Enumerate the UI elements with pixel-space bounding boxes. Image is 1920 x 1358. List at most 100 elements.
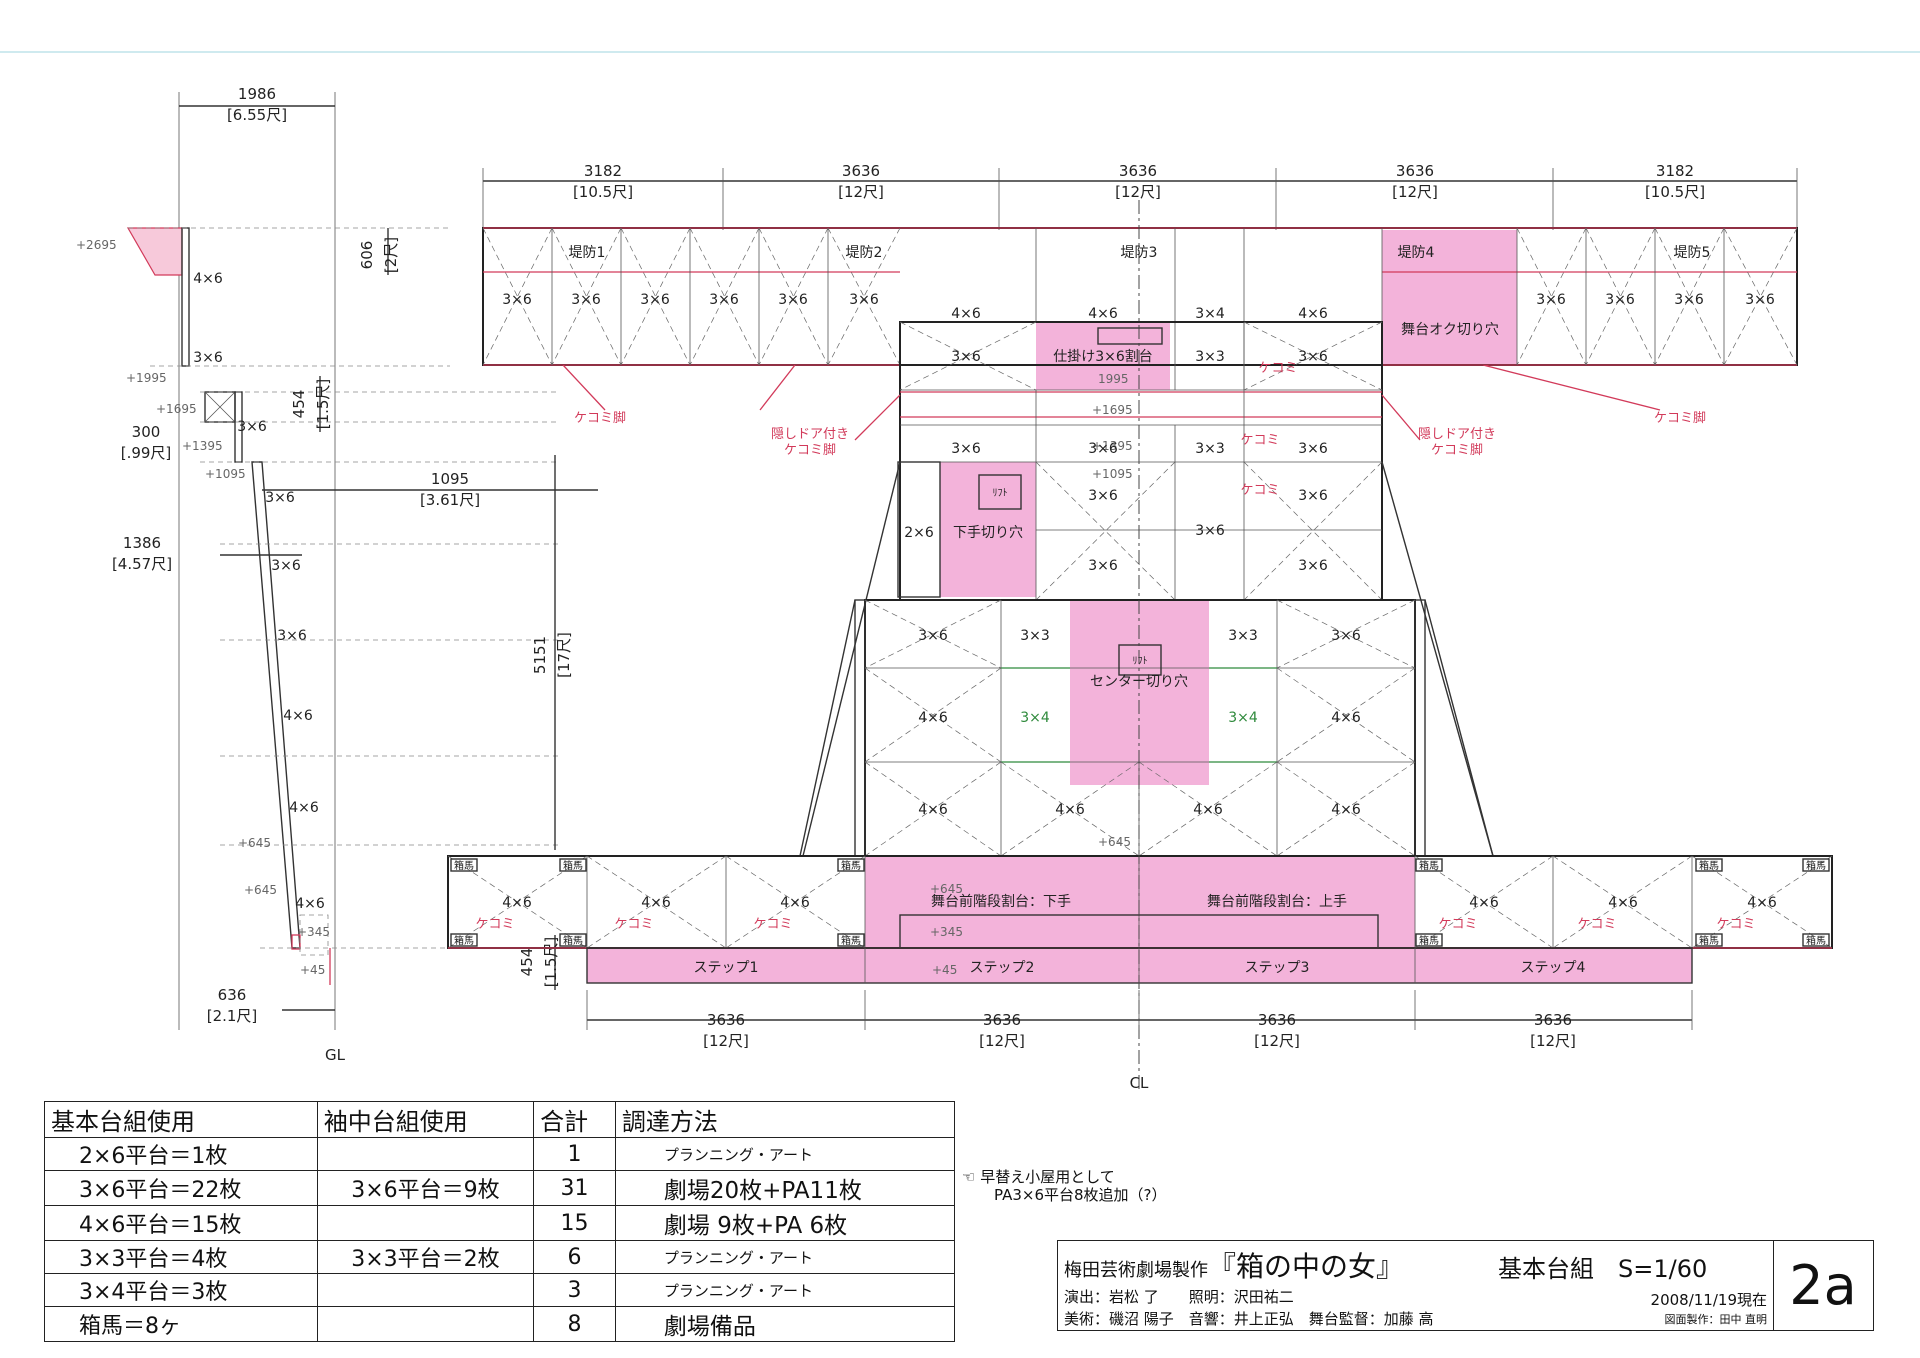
panel-3x6-t10: 3×6 bbox=[1745, 292, 1775, 308]
cell-total: 1 bbox=[533, 1137, 616, 1171]
hakoba-2: 箱馬 bbox=[454, 934, 474, 947]
teibou1-label: 堤防1 bbox=[569, 245, 606, 261]
teibou3-label: 堤防3 bbox=[1121, 245, 1158, 261]
panel-3x6-c2: 3×6 bbox=[1298, 349, 1328, 365]
elev-645-b: +645 bbox=[244, 883, 277, 897]
dim-454a-shaku: [1.5尺] bbox=[314, 379, 332, 430]
panel-4x6-l5: 4×6 bbox=[1193, 802, 1223, 818]
hakoba-3: 箱馬 bbox=[563, 859, 583, 872]
elev-645-front: +645 bbox=[930, 882, 963, 896]
panel-3x4-l2: 3×4 bbox=[1228, 710, 1258, 726]
dim-bot-3-shaku: [12尺] bbox=[1254, 1032, 1300, 1050]
hakoba-8: 箱馬 bbox=[1419, 934, 1439, 947]
panel-3x6-t9: 3×6 bbox=[1674, 292, 1704, 308]
pointing-hand-icon: ☜ bbox=[962, 1168, 976, 1186]
kekomi-f3: ケコミ bbox=[753, 917, 792, 932]
panel-3x6-l2: 3×6 bbox=[1331, 628, 1361, 644]
panel-3x3-c2: 3×3 bbox=[1195, 441, 1225, 457]
cell-basic: 箱馬＝8ヶ bbox=[44, 1306, 318, 1342]
panel-3x6-t4: 3×6 bbox=[709, 292, 739, 308]
side-panel-3x6-d: 3×6 bbox=[271, 558, 301, 574]
lift-mark-center: ﾘﾌﾄ bbox=[1133, 656, 1148, 667]
dim-300-shaku: [.99尺] bbox=[121, 444, 172, 462]
kekomi-f5: ケコミ bbox=[1577, 917, 1616, 932]
dim-top-1-shaku: [10.5尺] bbox=[573, 183, 633, 201]
drawing-date: 2008/11/19現在 bbox=[1650, 1291, 1767, 1309]
side-panel-3x6-a: 3×6 bbox=[193, 350, 223, 366]
panel-3x6-c10: 3×6 bbox=[1298, 558, 1328, 574]
cell-total: 31 bbox=[533, 1170, 616, 1206]
step3-label: ステップ3 bbox=[1245, 960, 1310, 976]
panel-4x6-l1: 4×6 bbox=[918, 710, 948, 726]
panel-4x6-f5: 4×6 bbox=[1608, 895, 1638, 911]
dim-1386-mm: 1386 bbox=[123, 534, 161, 552]
elev-1395: +1395 bbox=[182, 439, 223, 453]
teibou4-label: 堤防4 bbox=[1398, 245, 1435, 261]
side-panel-4x6-c: 4×6 bbox=[289, 800, 319, 816]
panel-3x3-l2: 3×3 bbox=[1228, 628, 1258, 644]
panel-4x6-f3: 4×6 bbox=[780, 895, 810, 911]
cell-method: 劇場備品 bbox=[614, 1306, 956, 1342]
producer-name: 梅田芸術劇場製作 bbox=[1064, 1260, 1208, 1281]
cell-sode bbox=[316, 1137, 535, 1171]
kekomi-c3: ケコミ bbox=[1240, 483, 1279, 498]
side-panel-3x6-c: 3×6 bbox=[265, 490, 295, 506]
cell-method: プランニング・アート bbox=[614, 1137, 956, 1171]
side-panel-4x6-d: 4×6 bbox=[295, 896, 325, 912]
table-row: 3×6平台＝22枚 3×6平台＝9枚 31 劇場20枚+PA11枚 bbox=[44, 1170, 956, 1206]
panel-3x6-c7: 3×6 bbox=[1298, 488, 1328, 504]
dim-5151-mm: 5151 bbox=[531, 636, 549, 674]
cell-total: 8 bbox=[533, 1306, 616, 1342]
kekomi-c1: ケコミ bbox=[1258, 361, 1297, 376]
panel-4x6-l6: 4×6 bbox=[1331, 802, 1361, 818]
drafter: 図面製作：田中 直明 bbox=[1664, 1313, 1768, 1326]
kekomi-ashi-right: ケコミ脚 bbox=[1654, 410, 1706, 426]
hakoba-11: 箱馬 bbox=[1806, 859, 1826, 872]
panel-3x6-t1: 3×6 bbox=[502, 292, 532, 308]
dim-1095-mm: 1095 bbox=[431, 470, 469, 488]
kakushi-right-2: ケコミ脚 bbox=[1431, 442, 1483, 458]
side-panel-4x6: 4×6 bbox=[193, 271, 223, 287]
dim-top-4-mm: 3636 bbox=[1396, 162, 1434, 180]
side-elevation: 1986 [6.55尺] 4×6 3×6 3×6 3×6 3×6 3×6 4×6… bbox=[76, 85, 598, 1064]
panel-4x6-f4: 4×6 bbox=[1469, 895, 1499, 911]
play-title: 『箱の中の女』 bbox=[1208, 1250, 1405, 1283]
panel-4x6-l4: 4×6 bbox=[1055, 802, 1085, 818]
panel-3x6-c5: 3×6 bbox=[1298, 441, 1328, 457]
kekomi-f6: ケコミ bbox=[1716, 917, 1755, 932]
teibou2-label: 堤防2 bbox=[846, 245, 883, 261]
cell-sode: 3×6平台＝9枚 bbox=[316, 1170, 535, 1206]
table-row: 2×6平台＝1枚 1 プランニング・アート bbox=[44, 1137, 956, 1171]
step1-label: ステップ1 bbox=[694, 960, 759, 976]
panel-4x6-l2: 4×6 bbox=[1331, 710, 1361, 726]
table-row: 4×6平台＝15枚 15 劇場 9枚+PA 6枚 bbox=[44, 1205, 956, 1241]
dim-606-shaku: [2尺] bbox=[382, 237, 400, 273]
elev-1395-plan: +1395 bbox=[1092, 439, 1133, 453]
panel-4x6-f1: 4×6 bbox=[502, 895, 532, 911]
kekomi-f1: ケコミ bbox=[475, 917, 514, 932]
hakoba-12: 箱馬 bbox=[1806, 934, 1826, 947]
dim-bot-2-mm: 3636 bbox=[983, 1011, 1021, 1029]
panel-3x6-t7: 3×6 bbox=[1536, 292, 1566, 308]
title-block-main: 梅田芸術劇場製作『箱の中の女』 基本台組 S=1/60 演出：岩松 了 照明：沢… bbox=[1058, 1241, 1774, 1330]
cell-total: 6 bbox=[533, 1240, 616, 1274]
dim-1386-shaku: [4.57尺] bbox=[112, 555, 172, 573]
elev-1095: +1095 bbox=[205, 467, 246, 481]
hakoba-7: 箱馬 bbox=[1419, 859, 1439, 872]
panel-3x6-c6: 3×6 bbox=[1088, 488, 1118, 504]
dim-5151-shaku: [17尺] bbox=[555, 632, 573, 678]
panel-4x6-l3: 4×6 bbox=[918, 802, 948, 818]
dim-bot-3-mm: 3636 bbox=[1258, 1011, 1296, 1029]
dim-top-5-shaku: [10.5尺] bbox=[1645, 183, 1705, 201]
elev-45-plan: +45 bbox=[932, 963, 957, 977]
note-line-1: 早替え小屋用として bbox=[980, 1168, 1115, 1186]
dim-top-2-shaku: [12尺] bbox=[838, 183, 884, 201]
cell-total: 3 bbox=[533, 1273, 616, 1307]
cell-basic: 4×6平台＝15枚 bbox=[44, 1205, 318, 1241]
cell-total: 15 bbox=[533, 1205, 616, 1241]
mae-shimo-label: 舞台前階段割台：下手 bbox=[931, 893, 1071, 910]
col-method: 調達方法 bbox=[614, 1101, 956, 1138]
gl-label: GL bbox=[325, 1046, 346, 1064]
panel-4x6-f6: 4×6 bbox=[1747, 895, 1777, 911]
